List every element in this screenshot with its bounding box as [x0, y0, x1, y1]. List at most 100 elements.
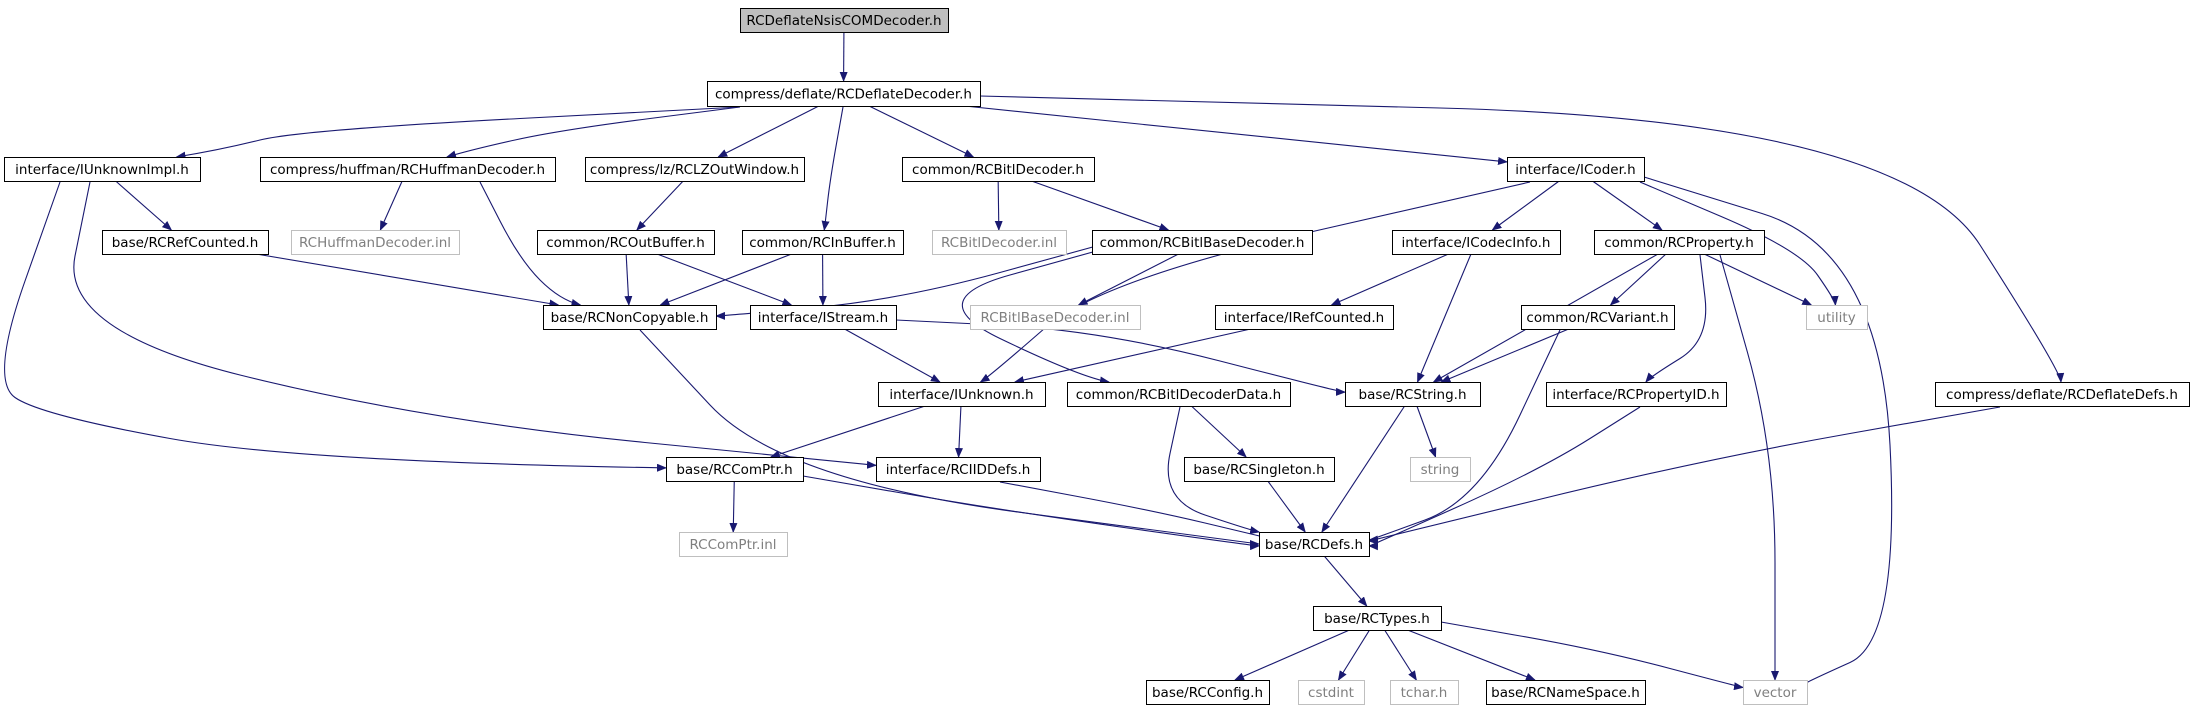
node-box-types [1313, 606, 1442, 631]
node-iiddefs[interactable]: interface/RCIIDDefs.h [876, 457, 1041, 482]
edge-bitldec-to-bitlbase [1031, 180, 1170, 231]
node-rcstring[interactable]: base/RCString.h [1345, 382, 1481, 407]
node-box-lzout [585, 157, 805, 182]
node-bitlinl[interactable]: RCBitlDecoder.inl [932, 230, 1067, 255]
edge-icoder-to-iunknown [979, 181, 1531, 383]
edge-types-to-vector [1440, 621, 1744, 691]
edge-property-to-vector [1719, 254, 1779, 681]
node-label-deflatedefs: compress/deflate/RCDeflateDefs.h [1946, 387, 2178, 403]
node-label-bitlinl: RCBitlDecoder.inl [941, 235, 1057, 251]
node-outbuf[interactable]: common/RCOutBuffer.h [537, 230, 715, 255]
edge-deflate-to-bitldec [868, 105, 975, 158]
node-config[interactable]: base/RCConfig.h [1146, 680, 1270, 705]
node-box-deflate [707, 81, 981, 107]
node-types[interactable]: base/RCTypes.h [1313, 606, 1442, 631]
node-defs[interactable]: base/RCDefs.h [1259, 532, 1370, 557]
node-label-string: string [1421, 462, 1460, 478]
node-label-outbuf: common/RCOutBuffer.h [546, 235, 705, 251]
node-huffdec[interactable]: compress/huffman/RCHuffmanDecoder.h [260, 157, 556, 182]
node-box-rcstring [1345, 382, 1481, 407]
node-label-iunkimpl: interface/IUnknownImpl.h [15, 162, 189, 178]
node-label-property: common/RCProperty.h [1604, 235, 1754, 251]
node-lzout[interactable]: compress/lz/RCLZOutWindow.h [585, 157, 805, 182]
node-bitldec[interactable]: common/RCBitlDecoder.h [902, 157, 1095, 182]
node-property[interactable]: common/RCProperty.h [1594, 230, 1765, 255]
node-variant[interactable]: common/RCVariant.h [1521, 305, 1675, 330]
node-istream[interactable]: interface/IStream.h [750, 305, 897, 330]
node-box-noncopy [543, 305, 717, 330]
edge-deflate-to-deflatedefs [979, 95, 2065, 383]
node-label-rcstring: base/RCString.h [1359, 387, 1467, 403]
node-label-tchar: tchar.h [1401, 685, 1448, 701]
node-box-cstdint [1298, 680, 1365, 705]
node-box-propid [1546, 382, 1727, 407]
node-box-iunknown [878, 382, 1046, 407]
edge-types-to-tchar [1384, 629, 1417, 681]
node-deflate[interactable]: compress/deflate/RCDeflateDecoder.h [707, 81, 981, 107]
edge-iunkimpl-to-comptr [4, 181, 667, 472]
node-box-iiddefs [876, 457, 1041, 482]
edge-huffdec-to-noncopy [479, 181, 582, 307]
edge-property-to-variant [1609, 253, 1667, 306]
node-string[interactable]: string [1410, 457, 1471, 482]
node-box-comptrinl [679, 532, 788, 557]
node-box-defs [1259, 532, 1370, 557]
node-refcnt[interactable]: base/RCRefCounted.h [102, 230, 269, 255]
node-label-bitldata: common/RCBitlDecoderData.h [1076, 387, 1281, 403]
edge-outbuf-to-istream [656, 253, 793, 306]
edge-deflate-to-inbuf [821, 106, 844, 231]
node-bitlbase[interactable]: common/RCBitlBaseDecoder.h [1092, 230, 1313, 255]
node-comptr[interactable]: base/RCComPtr.h [666, 457, 804, 482]
node-box-bitldec [902, 157, 1095, 182]
node-cstdint[interactable]: cstdint [1298, 680, 1365, 705]
node-box-comptr [666, 457, 804, 482]
node-label-icoder: interface/ICoder.h [1515, 162, 1635, 178]
edge-outbuf-to-noncopy [624, 253, 633, 306]
node-comptrinl[interactable]: RCComPtr.inl [679, 532, 788, 557]
edge-rcstring-to-defs [1321, 405, 1406, 533]
node-iunkimpl[interactable]: interface/IUnknownImpl.h [4, 157, 201, 182]
node-label-variant: common/RCVariant.h [1526, 310, 1668, 326]
node-label-comptrinl: RCComPtr.inl [689, 537, 776, 553]
edge-bitlbase-to-bitldata [961, 249, 1110, 385]
edge-deflate-to-huffdec [446, 106, 741, 159]
edge-comptr-to-comptrinl [729, 480, 738, 533]
node-label-types: base/RCTypes.h [1324, 611, 1430, 627]
node-namespace[interactable]: base/RCNameSpace.h [1486, 680, 1646, 705]
node-root[interactable]: RCDeflateNsisCOMDecoder.h [740, 8, 949, 33]
edge-types-to-namespace [1407, 629, 1536, 681]
node-box-variant [1521, 305, 1675, 330]
node-label-lzout: compress/lz/RCLZOutWindow.h [590, 162, 799, 178]
edge-rcstring-to-string [1416, 405, 1437, 458]
node-noncopy[interactable]: base/RCNonCopyable.h [543, 305, 717, 330]
node-box-bitldata [1067, 382, 1291, 407]
node-bitlbaseinl[interactable]: RCBitlBaseDecoder.inl [970, 305, 1141, 330]
node-label-singleton: base/RCSingleton.h [1193, 462, 1324, 478]
node-label-deflate: compress/deflate/RCDeflateDecoder.h [715, 87, 972, 103]
node-label-iiddefs: interface/RCIIDDefs.h [886, 462, 1031, 478]
node-label-utility: utility [1817, 310, 1855, 326]
edge-property-to-utility [1703, 253, 1813, 306]
node-icodecinfo[interactable]: interface/ICodecInfo.h [1392, 230, 1561, 255]
edge-icoder-to-property [1592, 180, 1663, 231]
edge-deflate-to-iunkimpl [175, 106, 741, 160]
node-icoder[interactable]: interface/ICoder.h [1507, 157, 1645, 182]
node-label-irefcnt: interface/IRefCounted.h [1224, 310, 1384, 326]
node-deflatedefs[interactable]: compress/deflate/RCDeflateDefs.h [1935, 382, 2190, 407]
node-huffinl[interactable]: RCHuffmanDecoder.inl [291, 230, 460, 255]
node-tchar[interactable]: tchar.h [1390, 680, 1459, 705]
node-vector[interactable]: vector [1743, 680, 1808, 705]
edge-bitlbase-to-bitlbaseinl [1077, 253, 1179, 306]
edge-inbuf-to-noncopy [659, 253, 792, 306]
node-box-root [740, 8, 949, 33]
node-irefcnt[interactable]: interface/IRefCounted.h [1215, 305, 1394, 330]
node-iunknown[interactable]: interface/IUnknown.h [878, 382, 1046, 407]
edge-icoder-to-vector [1643, 176, 1893, 690]
node-inbuf[interactable]: common/RCInBuffer.h [742, 230, 904, 255]
node-utility[interactable]: utility [1806, 305, 1868, 330]
node-label-inbuf: common/RCInBuffer.h [749, 235, 896, 251]
node-singleton[interactable]: base/RCSingleton.h [1184, 457, 1335, 482]
node-label-cstdint: cstdint [1308, 685, 1354, 701]
node-bitldata[interactable]: common/RCBitlDecoderData.h [1067, 382, 1291, 407]
node-propid[interactable]: interface/RCPropertyID.h [1546, 382, 1727, 407]
